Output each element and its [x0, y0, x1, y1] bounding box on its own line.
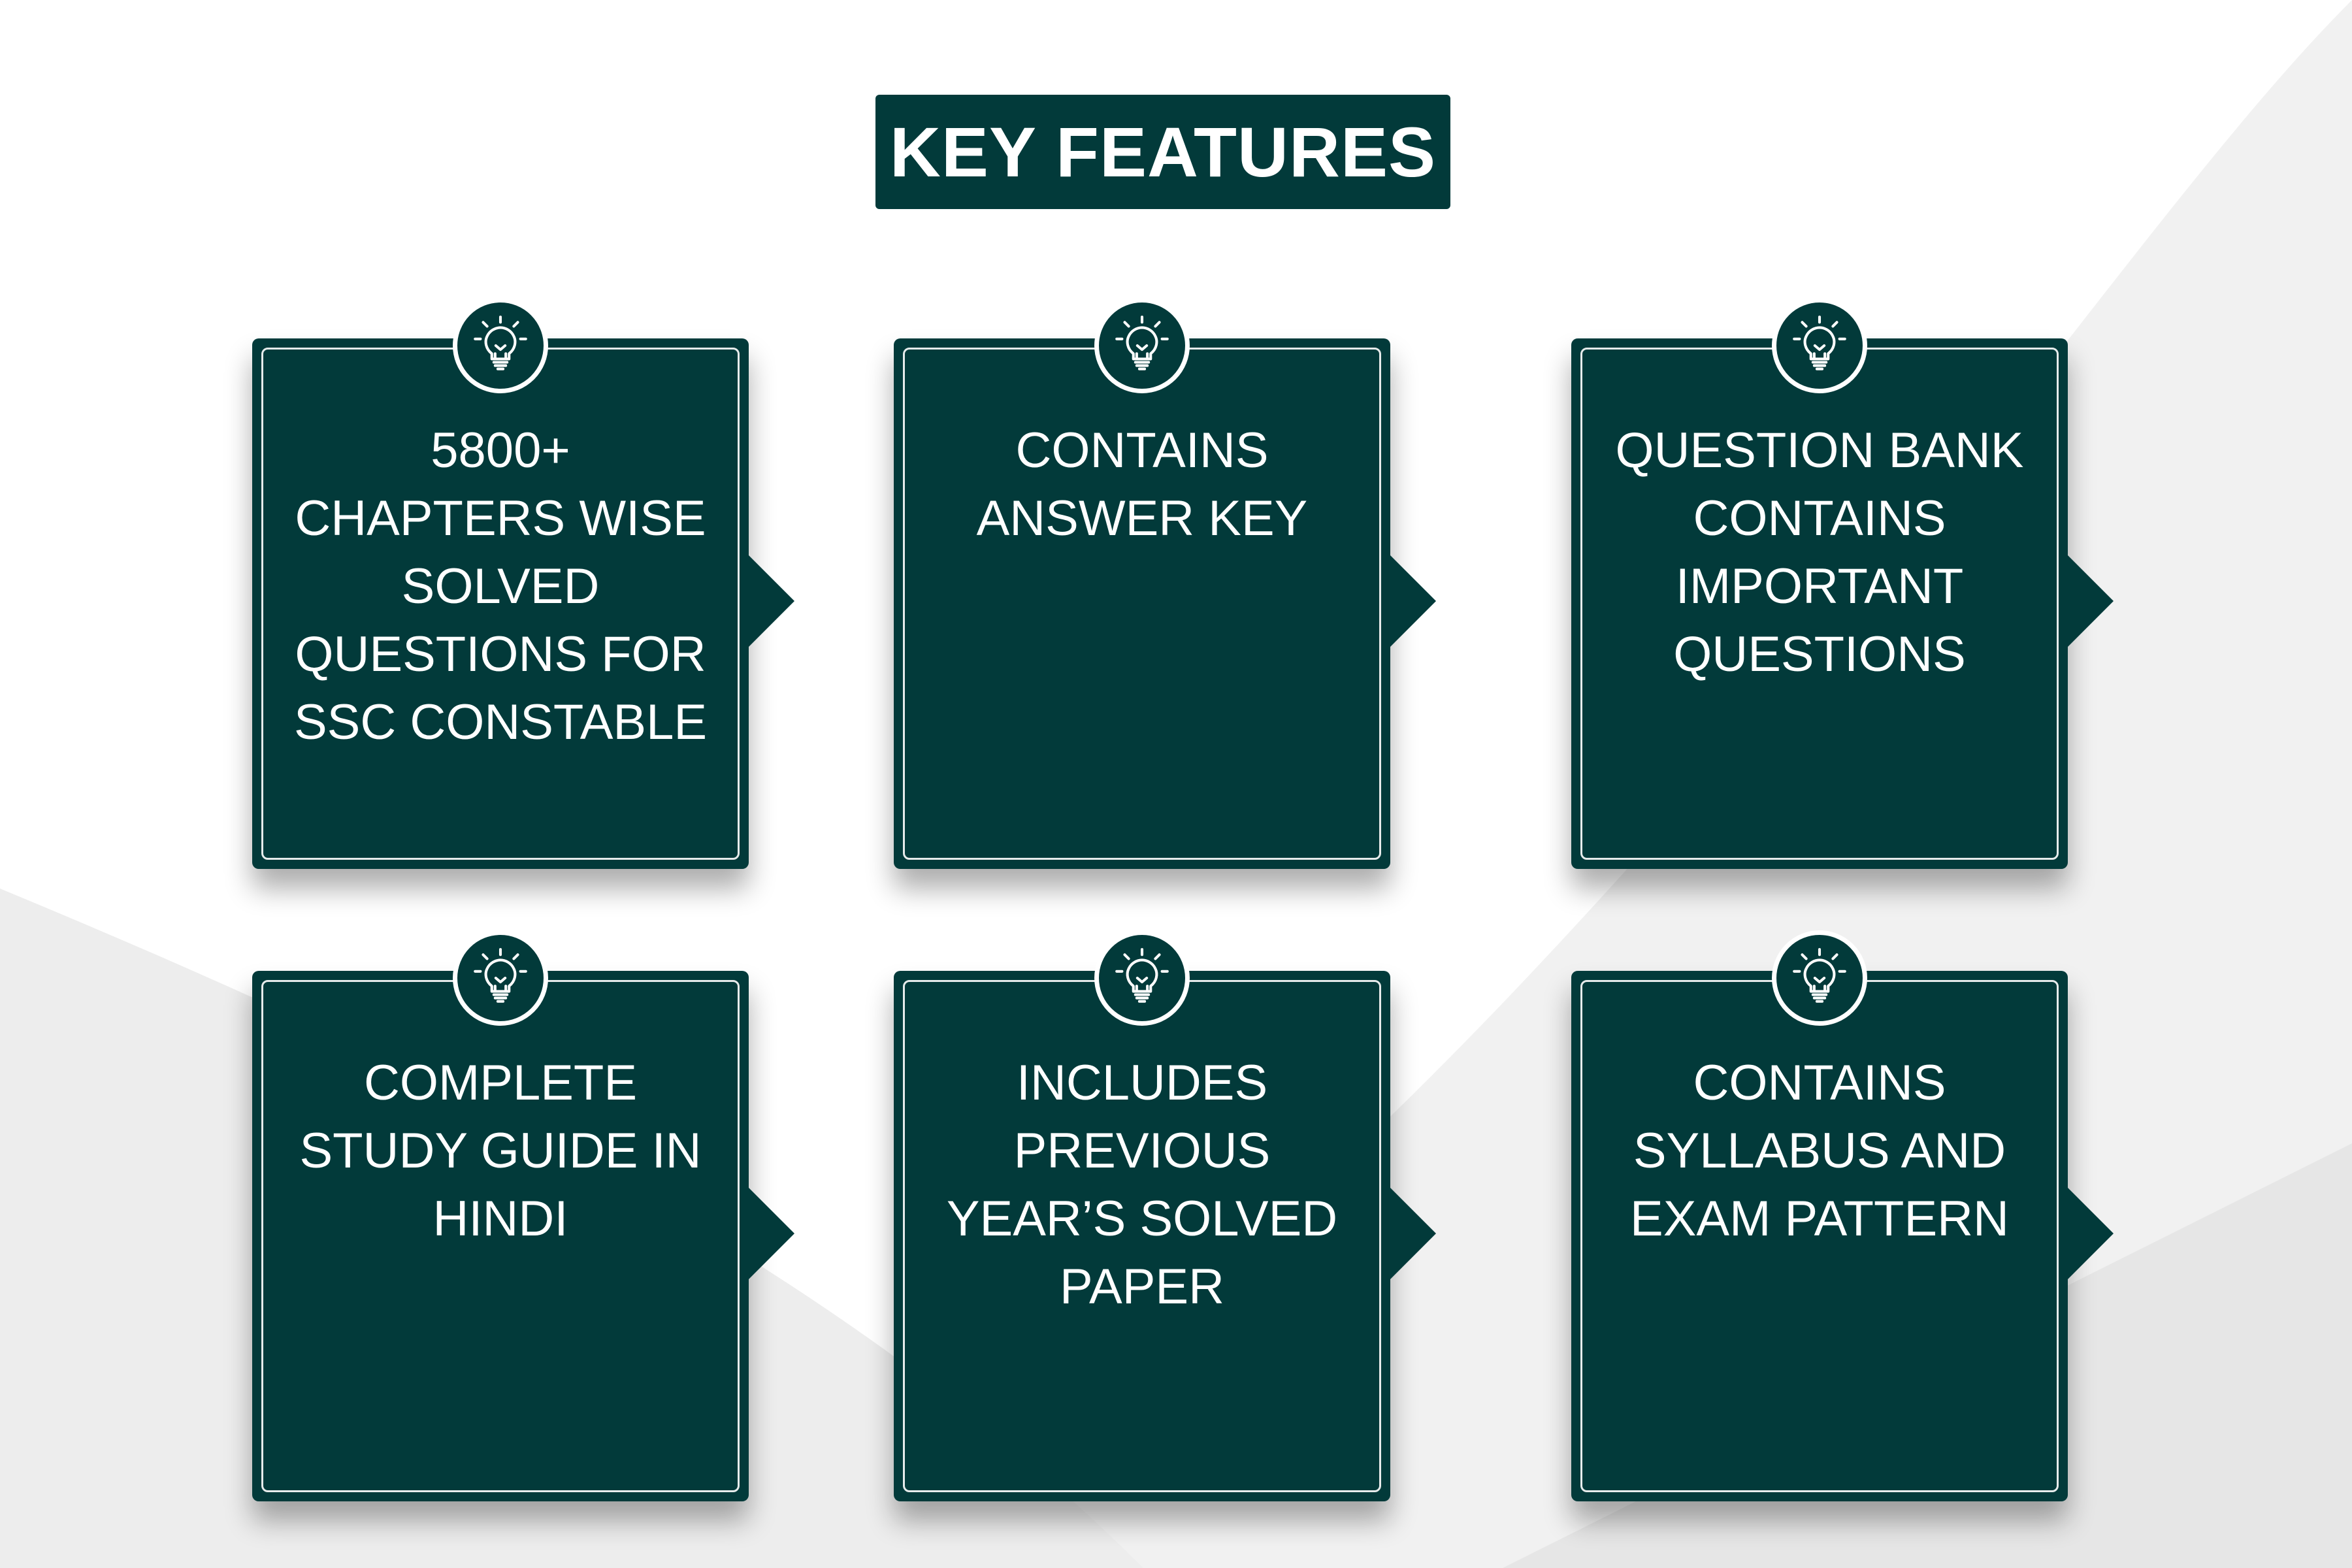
card-pointer: [2066, 1186, 2114, 1281]
title-banner: KEY FEATURES: [875, 95, 1450, 209]
lightbulb-icon: [1772, 298, 1867, 393]
feature-line: HINDI: [433, 1191, 568, 1247]
feature-line: SOLVED: [401, 559, 600, 614]
card-pointer: [1389, 554, 1436, 648]
page-title: KEY FEATURES: [889, 112, 1437, 191]
feature-line: QUESTION BANK: [1615, 423, 2024, 478]
feature-line: EXAM PATTERN: [1630, 1191, 2009, 1247]
feature-line: COMPLETE: [363, 1055, 638, 1111]
feature-line: INCLUDES: [1016, 1055, 1268, 1111]
feature-line: 5800+: [431, 423, 570, 478]
feature-text: QUESTION BANK CONTAINS IMPORTANT QUESTIONS: [1597, 417, 2042, 689]
feature-card-6: CONTAINS SYLLABUS AND EXAM PATTERN: [1571, 930, 2114, 1501]
feature-text: CONTAINS ANSWER KEY: [920, 417, 1364, 553]
feature-line: PAPER: [1059, 1259, 1224, 1315]
lightbulb-icon: [453, 930, 548, 1026]
feature-text: CONTAINS SYLLABUS AND EXAM PATTERN: [1597, 1049, 2042, 1253]
feature-text: COMPLETE STUDY GUIDE IN HINDI: [278, 1049, 723, 1253]
feature-line: CHAPTERS WISE: [295, 491, 706, 546]
feature-line: CONTAINS: [1015, 423, 1269, 478]
feature-line: CONTAINS: [1693, 1055, 1946, 1111]
feature-line: ANSWER KEY: [976, 491, 1308, 546]
feature-text: INCLUDES PREVIOUS YEAR’S SOLVED PAPER: [920, 1049, 1364, 1321]
feature-card-4: COMPLETE STUDY GUIDE IN HINDI: [252, 930, 794, 1501]
feature-card-3: QUESTION BANK CONTAINS IMPORTANT QUESTIONS: [1571, 298, 2114, 869]
lightbulb-icon: [1772, 930, 1867, 1026]
feature-line: STUDY GUIDE IN: [299, 1123, 702, 1179]
feature-line: YEAR’S SOLVED: [946, 1191, 1338, 1247]
feature-card-2: CONTAINS ANSWER KEY: [894, 298, 1436, 869]
feature-line: QUESTIONS FOR: [295, 627, 706, 682]
feature-line: SSC CONSTABLE: [293, 694, 708, 750]
lightbulb-icon: [453, 298, 548, 393]
card-pointer: [747, 1186, 794, 1281]
card-pointer: [747, 554, 794, 648]
card-pointer: [1389, 1186, 1436, 1281]
feature-card-5: INCLUDES PREVIOUS YEAR’S SOLVED PAPER: [894, 930, 1436, 1501]
card-pointer: [2066, 554, 2114, 648]
feature-text: 5800+ CHAPTERS WISE SOLVED QUESTIONS FOR SSC…: [278, 417, 723, 757]
feature-line: QUESTIONS: [1673, 627, 1966, 682]
lightbulb-icon: [1094, 298, 1190, 393]
feature-line: IMPORTANT: [1675, 559, 1964, 614]
feature-line: CONTAINS: [1693, 491, 1946, 546]
lightbulb-icon: [1094, 930, 1190, 1026]
feature-line: PREVIOUS: [1013, 1123, 1271, 1179]
feature-line: SYLLABUS AND: [1633, 1123, 2006, 1179]
feature-card-1: 5800+ CHAPTERS WISE SOLVED QUESTIONS FOR SSC…: [252, 298, 794, 869]
